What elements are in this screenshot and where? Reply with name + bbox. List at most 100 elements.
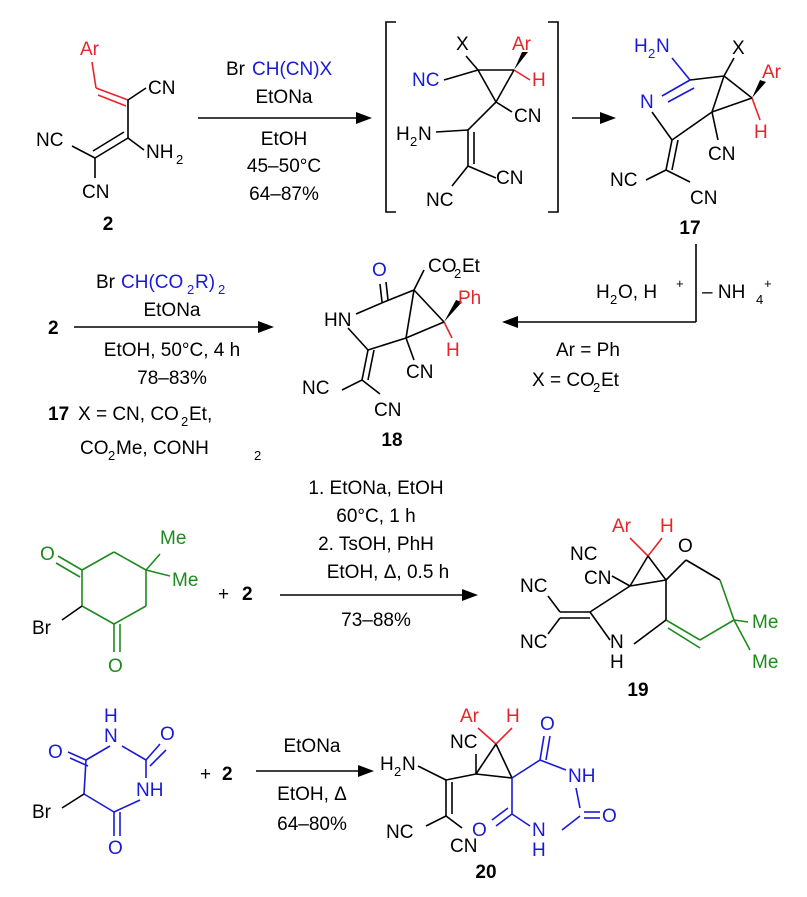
atom-label: O bbox=[48, 742, 63, 763]
compound-label: 2 bbox=[48, 318, 59, 339]
atom-label: Me bbox=[172, 570, 198, 591]
compound-label: 19 bbox=[627, 680, 648, 701]
substituent-definition: Et bbox=[601, 370, 620, 391]
atom-label: N bbox=[418, 124, 432, 145]
atom-label: NC bbox=[520, 576, 547, 597]
atom-label: O bbox=[540, 714, 555, 735]
substituent-definition: X = CO bbox=[532, 370, 595, 391]
atom-label: H bbox=[380, 754, 394, 775]
atom-label: Ar bbox=[762, 62, 782, 83]
atom-label: Ar bbox=[612, 516, 632, 537]
compound-18-structure: O CO 2 Et Ph H HN CN NC CN 18 bbox=[302, 256, 481, 451]
atom-label: Et bbox=[462, 256, 481, 277]
condition-text: 1. EtONa, EtOH bbox=[308, 478, 443, 499]
reagent-text: CH(CN)X bbox=[252, 59, 333, 80]
atom-label: NC bbox=[426, 190, 453, 211]
atom-label: CN bbox=[584, 568, 611, 589]
atom-label: NC bbox=[302, 378, 329, 399]
condition-text: EtOH, 50°C, 4 h bbox=[104, 340, 240, 361]
condition-text: O, H bbox=[618, 282, 657, 303]
atom-label: NH bbox=[146, 142, 173, 163]
atom-label: H bbox=[532, 840, 546, 861]
atom-label: H bbox=[610, 652, 624, 673]
substituent-definition: Et, bbox=[189, 404, 212, 425]
step5-conditions: EtONa EtOH, Δ 64–80% bbox=[256, 736, 374, 835]
atom-label: NC bbox=[412, 70, 439, 91]
atom-label: H bbox=[104, 706, 118, 727]
condition-superscript: + bbox=[676, 276, 684, 291]
atom-label: H bbox=[506, 706, 520, 727]
atom-label: O bbox=[108, 656, 123, 677]
reagent-subscript: 2 bbox=[187, 282, 194, 297]
yield-text: 78–83% bbox=[137, 368, 207, 389]
compound-2-structure: Ar CN NH 2 NC CN 2 bbox=[36, 39, 183, 235]
reagent-text: R) bbox=[195, 272, 215, 293]
atom-subscript: 2 bbox=[176, 152, 183, 167]
atom-label: CN bbox=[82, 182, 109, 203]
atom-label: NH bbox=[568, 766, 595, 787]
atom-label: Ar bbox=[80, 39, 100, 60]
atom-label: HN bbox=[324, 310, 351, 331]
bromodimedone-structure: O Me Me O Br bbox=[32, 528, 198, 677]
atom-subscript: 2 bbox=[648, 46, 655, 61]
atom-label: CN bbox=[374, 400, 401, 421]
atom-label: H bbox=[754, 122, 768, 143]
substituent-definition: X = CN, CO bbox=[78, 404, 179, 425]
byproduct-text: – NH bbox=[702, 282, 745, 303]
temperature-text: 45–50°C bbox=[247, 156, 321, 177]
byproduct-subscript: 4 bbox=[756, 292, 763, 307]
compound-label: 17 bbox=[679, 218, 700, 239]
condition-text: 2. TsOH, PhH bbox=[318, 534, 434, 555]
reagent-text: Br bbox=[96, 272, 116, 293]
yield-text: 64–87% bbox=[249, 184, 319, 205]
yield-text: 64–80% bbox=[277, 814, 347, 835]
condition-text: 60°C, 1 h bbox=[336, 506, 415, 527]
atom-label: Br bbox=[32, 618, 52, 639]
atom-subscript: 2 bbox=[108, 448, 115, 463]
compound-17-structure: H 2 N X Ar H N CN NC CN 17 bbox=[610, 36, 782, 239]
atom-label: Me bbox=[160, 528, 186, 549]
atom-label: CN bbox=[148, 78, 175, 99]
atom-label: NC bbox=[36, 130, 63, 151]
atom-label: N bbox=[402, 754, 416, 775]
atom-label: O bbox=[678, 536, 693, 557]
atom-label: CO bbox=[428, 256, 457, 277]
atom-label: O bbox=[602, 806, 617, 827]
compound-20-structure: Ar H NC O NH O N H O H 2 N NC bbox=[380, 706, 617, 883]
atom-label: CN bbox=[496, 168, 523, 189]
substituent-definition: Me, CONH bbox=[116, 438, 209, 459]
compound-label: 2 bbox=[222, 764, 233, 785]
atom-label: CN bbox=[514, 106, 541, 127]
bromobarbituric-structure: H N O NH O O Br bbox=[32, 706, 175, 859]
atom-label: NC bbox=[386, 822, 413, 843]
atom-label: CN bbox=[406, 362, 433, 383]
compound-label: 17 bbox=[48, 404, 69, 425]
atom-label: NC bbox=[450, 732, 477, 753]
atom-label: H bbox=[532, 70, 546, 91]
atom-subscript: 2 bbox=[593, 380, 600, 395]
intermediate-structure: X Ar NC H CN H 2 N CN NC bbox=[385, 21, 559, 213]
atom-label: N bbox=[610, 632, 624, 653]
yield-text: 73–88% bbox=[341, 610, 411, 631]
byproduct-superscript: + bbox=[764, 276, 772, 291]
step2-conditions: H 2 O, H + – NH 4 + Ar = Ph X = CO 2 Et bbox=[502, 244, 772, 395]
substituent-definition: Ar = Ph bbox=[556, 340, 620, 361]
atom-label: Ar bbox=[512, 34, 532, 55]
atom-label: X bbox=[732, 38, 745, 59]
plus-sign: + bbox=[218, 584, 229, 605]
condition-text: EtOH, Δ, 0.5 h bbox=[327, 562, 450, 583]
atom-subscript: 2 bbox=[254, 448, 261, 463]
atom-subscript: 2 bbox=[181, 414, 188, 429]
atom-label: NC bbox=[520, 632, 547, 653]
base-text: EtONa bbox=[143, 300, 200, 321]
atom-label: NC bbox=[610, 170, 637, 191]
condition-text: EtOH, Δ bbox=[277, 784, 347, 805]
atom-label: Me bbox=[752, 652, 778, 673]
atom-label: N bbox=[104, 726, 118, 747]
atom-label: H bbox=[660, 516, 674, 537]
step3-conditions: Br CH(CO 2 R) 2 EtONa 2 EtOH, 50°C, 4 h … bbox=[48, 272, 274, 463]
compound-label: 18 bbox=[381, 430, 402, 451]
compound-19-structure: Ar H NC CN O Me Me N H NC NC 19 bbox=[520, 516, 778, 701]
atom-label: CN bbox=[450, 836, 477, 857]
